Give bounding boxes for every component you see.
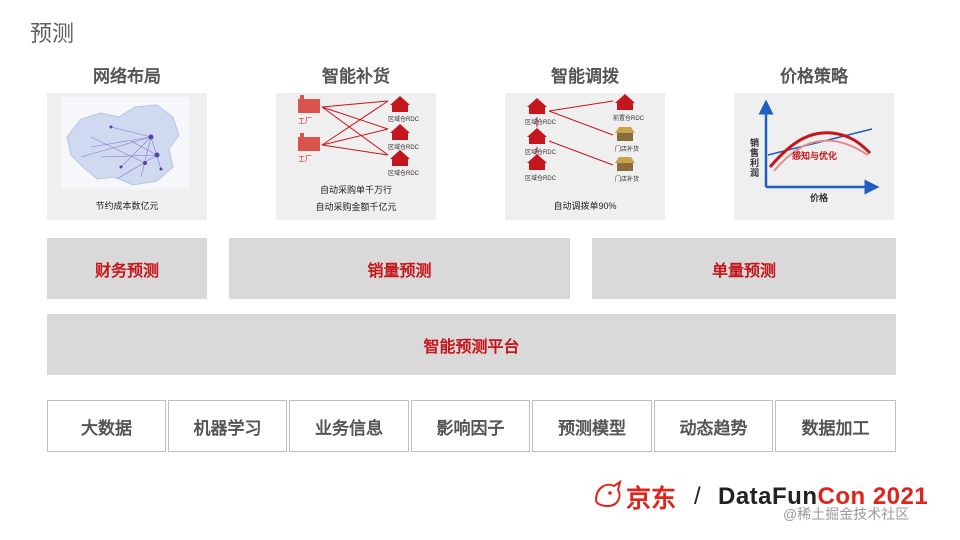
datafun-text: DataFun: [718, 483, 818, 510]
column-title-pricing: 价格策略: [780, 67, 848, 86]
network-caption: 节约成本数亿元: [95, 201, 159, 211]
order-forecast-box: 单量预测: [592, 238, 896, 299]
column-title-transfer: 智能调拨: [551, 67, 619, 86]
rdc-label: 区域仓RDC: [525, 150, 556, 156]
foundation-impact-factors: 影响因子: [411, 400, 530, 452]
foundation-forecast-model: 预测模型: [532, 400, 652, 452]
watermark: @稀土掘金技术社区: [783, 506, 910, 522]
foundation-business-info: 业务信息: [289, 400, 409, 452]
jd-logo-text: 京东: [626, 485, 677, 513]
rdc-label: 区域仓RDC: [525, 120, 556, 126]
con-2021-text: Con 2021: [817, 483, 929, 510]
jd-dog-logo-icon: [594, 479, 622, 508]
pricing-curve-diagram: [758, 99, 880, 195]
factory-icon: [298, 95, 320, 151]
store-label: 门店补货: [615, 177, 640, 183]
replenish-caption-2: 自动采购金额千亿元: [315, 202, 397, 212]
column-title-network: 网络布局: [93, 67, 161, 86]
forecast-platform-box: 智能预测平台: [47, 314, 896, 375]
replenish-panel: 工厂 工厂 区域仓RDC 区域仓RDC 区域仓RDC 自动采购单千万行 自动采购…: [276, 93, 436, 220]
china-map-icon: [61, 97, 189, 189]
sales-forecast-box: 销量预测: [229, 238, 570, 299]
rdc-label: 区域仓RDC: [388, 145, 419, 151]
x-axis-label: 价格: [810, 193, 829, 203]
pricing-panel: 销售利润 价格 感知与优化: [734, 93, 894, 220]
rdc-label: 区域仓RDC: [388, 117, 419, 123]
warehouse-icon: [390, 96, 410, 166]
replenish-caption-1: 自动采购单千万行: [319, 185, 392, 195]
factory-label: 工厂: [298, 118, 312, 125]
foundation-data-processing: 数据加工: [775, 400, 896, 452]
y-axis-label: 销售利润: [750, 138, 760, 178]
curve-annotation: 感知与优化: [792, 151, 838, 161]
column-title-replenish: 智能补货: [322, 67, 390, 86]
foundation-big-data: 大数据: [47, 400, 166, 452]
front-warehouse-label: 前置仓RDC: [613, 116, 644, 122]
warehouse-icon: [527, 94, 635, 170]
datafuncon-logo: DataFunCon 2021: [718, 483, 928, 511]
transfer-caption: 自动调拨单90%: [553, 201, 617, 211]
page-title: 预测: [30, 21, 75, 46]
finance-forecast-box: 财务预测: [47, 238, 207, 299]
transfer-flow-diagram: [527, 94, 635, 171]
foundation-dynamic-trends: 动态趋势: [654, 400, 773, 452]
store-icon: [615, 127, 635, 171]
network-panel: 节约成本数亿元: [47, 93, 207, 220]
store-label: 门店补货: [615, 147, 640, 153]
logo-separator: /: [694, 483, 701, 510]
replenish-flow-diagram: [298, 95, 410, 166]
rdc-label: 区域仓RDC: [525, 176, 556, 182]
factory-label: 工厂: [298, 156, 312, 163]
transfer-panel: 区域仓RDC 区域仓RDC 区域仓RDC 前置仓RDC 门店补货 门店补货 自动…: [505, 93, 665, 220]
foundation-machine-learning: 机器学习: [168, 400, 287, 452]
rdc-label: 区域仓RDC: [388, 171, 419, 177]
